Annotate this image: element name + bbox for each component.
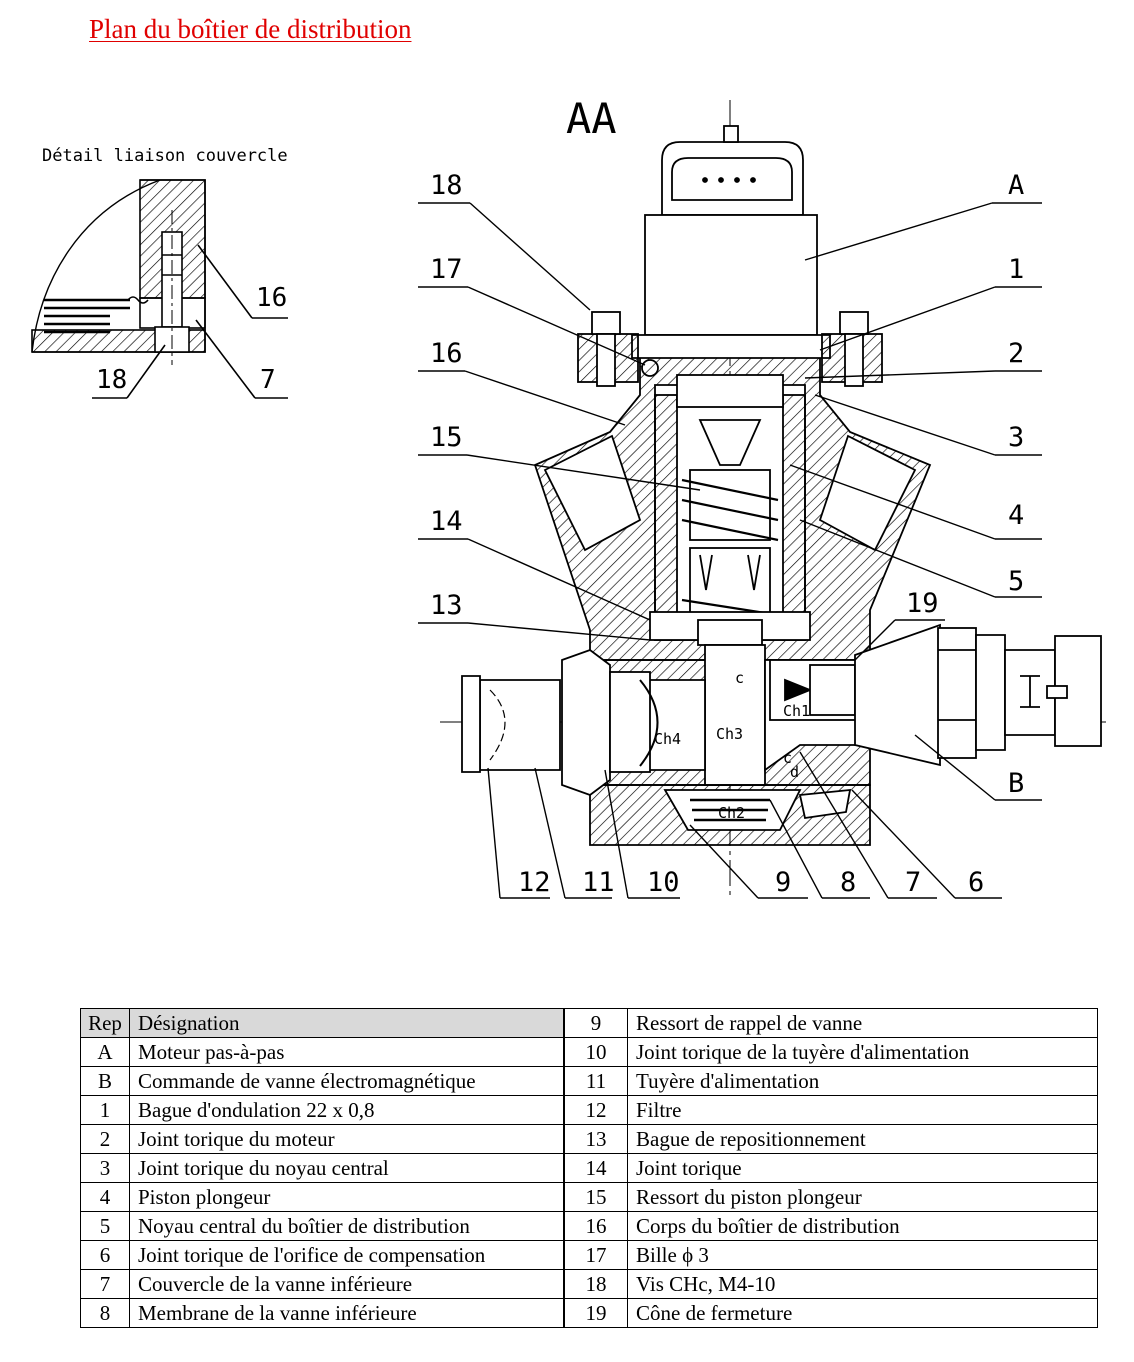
callout-10: 10 — [647, 867, 680, 898]
parts-table-row: 4 Piston plongeur 15 Ressort du piston p… — [80, 1182, 1098, 1212]
chamber-label-ch1: Ch1 — [783, 702, 810, 720]
chamber-label-c2: c — [783, 749, 792, 767]
part-rep: 12 — [563, 1095, 628, 1125]
part-designation: Corps du boîtier de distribution — [627, 1211, 1098, 1241]
callout-9: 9 — [775, 867, 791, 898]
parts-table: Rep Désignation 9 Ressort de rappel de v… — [80, 1008, 1098, 1328]
callout-11: 11 — [582, 867, 615, 898]
parts-table-row: 2 Joint torique du moteur 13 Bague de re… — [80, 1124, 1098, 1154]
part-designation: Bague de repositionnement — [627, 1124, 1098, 1154]
section-view: AA — [418, 94, 1110, 900]
technical-drawing: Détail liaison couvercle 16 18 7 AA — [31, 94, 1110, 900]
part-designation: Joint torique du noyau central — [129, 1153, 565, 1183]
callout-18: 18 — [430, 170, 463, 201]
part-designation: Bille ϕ 3 — [627, 1240, 1098, 1270]
callout-4: 4 — [1008, 500, 1024, 531]
part-rep: 13 — [563, 1124, 628, 1154]
part-rep: 14 — [563, 1153, 628, 1183]
part-rep: 3 — [80, 1153, 130, 1183]
callout-a: A — [1008, 170, 1024, 201]
part-designation: Ressort du piston plongeur — [627, 1182, 1098, 1212]
part-designation: Ressort de rappel de vanne — [627, 1008, 1098, 1038]
part-designation: Bague d'ondulation 22 x 0,8 — [129, 1095, 565, 1125]
callout-7: 7 — [905, 867, 921, 898]
detail-callout-16: 16 — [256, 283, 287, 313]
part-rep: 6 — [80, 1240, 130, 1270]
part-designation: Joint torique du moteur — [129, 1124, 565, 1154]
part-rep: 11 — [563, 1066, 628, 1096]
part-designation: Tuyère d'alimentation — [627, 1066, 1098, 1096]
callout-3: 3 — [1008, 422, 1024, 453]
part-designation: Moteur pas-à-pas — [129, 1037, 565, 1067]
callout-8: 8 — [840, 867, 856, 898]
part-rep: 19 — [563, 1298, 628, 1328]
part-rep: 17 — [563, 1240, 628, 1270]
parts-table-row: 5 Noyau central du boîtier de distributi… — [80, 1211, 1098, 1241]
callout-1: 1 — [1008, 254, 1024, 285]
callout-15: 15 — [430, 422, 463, 453]
parts-table-row: 1 Bague d'ondulation 22 x 0,8 12 Filtre — [80, 1095, 1098, 1125]
detail-view: Détail liaison couvercle 16 18 7 — [31, 146, 288, 399]
part-designation: Joint torique de la tuyère d'alimentatio… — [627, 1037, 1098, 1067]
part-designation: Couvercle de la vanne inférieure — [129, 1269, 565, 1299]
part-rep: 15 — [563, 1182, 628, 1212]
part-rep: 18 — [563, 1269, 628, 1299]
callout-12: 12 — [518, 867, 551, 898]
callout-14: 14 — [430, 506, 463, 537]
part-rep: 2 — [80, 1124, 130, 1154]
callout-b: B — [1008, 768, 1024, 799]
chamber-label-ch3: Ch3 — [716, 725, 743, 743]
detail-callout-7: 7 — [260, 365, 276, 395]
section-label: AA — [566, 94, 617, 143]
callout-2: 2 — [1008, 338, 1024, 369]
part-designation: Membrane de la vanne inférieure — [129, 1298, 565, 1328]
part-rep: 9 — [563, 1008, 628, 1038]
parts-table-row: A Moteur pas-à-pas 10 Joint torique de l… — [80, 1037, 1098, 1067]
parts-table-row: 6 Joint torique de l'orifice de compensa… — [80, 1240, 1098, 1270]
parts-table-row: B Commande de vanne électromagnétique 11… — [80, 1066, 1098, 1096]
part-rep: 8 — [80, 1298, 130, 1328]
chamber-label-ch2: Ch2 — [718, 804, 745, 822]
part-rep: 10 — [563, 1037, 628, 1067]
detail-title: Détail liaison couvercle — [42, 146, 288, 166]
detail-callout-18: 18 — [96, 365, 127, 395]
chamber-label-ch4: Ch4 — [654, 730, 681, 748]
part-designation: Cône de fermeture — [627, 1298, 1098, 1328]
callout-6: 6 — [968, 867, 984, 898]
parts-table-row: 8 Membrane de la vanne inférieure 19 Côn… — [80, 1298, 1098, 1328]
callout-16: 16 — [430, 338, 463, 369]
part-rep: A — [80, 1037, 130, 1067]
callout-17: 17 — [430, 254, 463, 285]
part-designation: Noyau central du boîtier de distribution — [129, 1211, 565, 1241]
header-rep: Rep — [80, 1008, 130, 1038]
part-rep: 7 — [80, 1269, 130, 1299]
part-designation: Joint torique de l'orifice de compensati… — [129, 1240, 565, 1270]
header-designation: Désignation — [129, 1008, 565, 1038]
parts-table-row: Rep Désignation 9 Ressort de rappel de v… — [80, 1008, 1098, 1038]
part-designation: Commande de vanne électromagnétique — [129, 1066, 565, 1096]
part-rep: 4 — [80, 1182, 130, 1212]
parts-table-row: 7 Couvercle de la vanne inférieure 18 Vi… — [80, 1269, 1098, 1299]
page-title: Plan du boîtier de distribution — [89, 14, 412, 44]
parts-table-row: 3 Joint torique du noyau central 14 Join… — [80, 1153, 1098, 1183]
callout-19: 19 — [906, 588, 939, 619]
part-rep: 16 — [563, 1211, 628, 1241]
part-designation: Joint torique — [627, 1153, 1098, 1183]
part-rep: 1 — [80, 1095, 130, 1125]
chamber-label-c: c — [735, 669, 744, 687]
callout-5: 5 — [1008, 566, 1024, 597]
part-designation: Filtre — [627, 1095, 1098, 1125]
part-designation: Vis CHc, M4-10 — [627, 1269, 1098, 1299]
chamber-label-d: d — [790, 763, 799, 781]
part-rep: 5 — [80, 1211, 130, 1241]
part-designation: Piston plongeur — [129, 1182, 565, 1212]
part-rep: B — [80, 1066, 130, 1096]
callout-13: 13 — [430, 590, 463, 621]
